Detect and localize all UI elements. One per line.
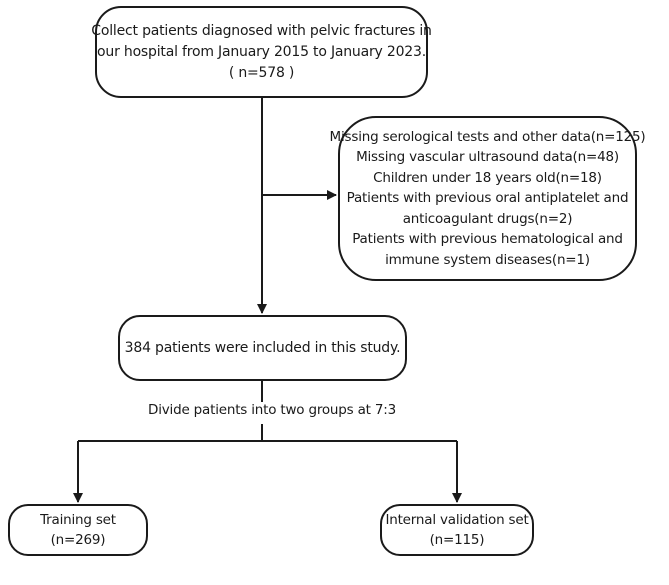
validation-label: Internal validation set xyxy=(385,512,529,528)
validation-count: (n=115) xyxy=(429,532,485,548)
included-patients-node: 384 patients were included in this study… xyxy=(118,315,407,381)
start-line-2: our hospital from January 2015 to Januar… xyxy=(97,43,426,60)
collect-patients-node: Collect patients diagnosed with pelvic f… xyxy=(91,6,432,98)
exclusion-line-7: immune system diseases(n=1) xyxy=(385,251,590,268)
training-set-node: Training set (n=269) xyxy=(8,504,148,556)
exclusion-line-3: Children under 18 years old(n=18) xyxy=(373,169,602,186)
split-ratio-label: Divide patients into two groups at 7:3 xyxy=(148,402,396,418)
start-count: ( n=578 ) xyxy=(228,64,295,81)
internal-validation-set-node: Internal validation set (n=115) xyxy=(380,504,534,556)
training-label: Training set xyxy=(40,512,116,528)
exclusion-line-6: Patients with previous hematological and xyxy=(352,231,623,248)
start-line-1: Collect patients diagnosed with pelvic f… xyxy=(91,22,432,39)
exclusion-line-1: Missing serological tests and other data… xyxy=(329,128,646,145)
exclusion-line-2: Missing vascular ultrasound data(n=48) xyxy=(356,149,619,166)
training-count: (n=269) xyxy=(50,532,106,548)
exclusion-line-5: anticoagulant drugs(n=2) xyxy=(402,210,573,227)
included-text: 384 patients were included in this study… xyxy=(124,340,401,356)
exclusion-line-4: Patients with previous oral antiplatelet… xyxy=(346,190,629,207)
exclusion-criteria-node: Missing serological tests and other data… xyxy=(330,116,646,281)
